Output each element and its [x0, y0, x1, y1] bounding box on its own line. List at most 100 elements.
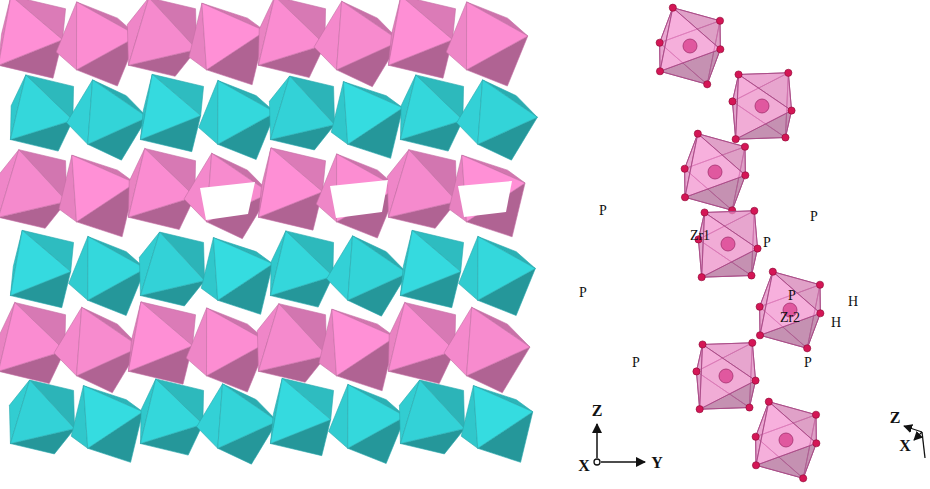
octahedron-face [400, 230, 460, 295]
octahedron [400, 230, 463, 307]
octahedron [399, 380, 464, 454]
octahedron [388, 0, 455, 78]
axis-label: Y [651, 455, 663, 471]
octahedron [258, 0, 325, 78]
octahedron [257, 304, 326, 383]
octahedron-face [218, 384, 278, 448]
oxygen-atom [752, 377, 759, 384]
oxygen-atom [693, 368, 700, 375]
octahedron [693, 339, 759, 413]
oxygen-atom [704, 81, 711, 88]
octahedron [128, 302, 195, 384]
octahedron [69, 236, 146, 315]
octahedron-face [258, 148, 322, 217]
octahedron [319, 309, 395, 391]
octahedron [270, 378, 333, 455]
atom-label: P [810, 210, 818, 224]
octahedron [459, 236, 536, 315]
oxygen-atom [741, 143, 748, 150]
octahedron-face [466, 2, 527, 70]
octahedron [327, 236, 408, 316]
oxygen-atom [694, 130, 701, 137]
cavity [200, 182, 255, 220]
octahedron [0, 302, 66, 383]
oxygen-atom [756, 303, 763, 310]
octahedron-face [0, 0, 63, 65]
octahedron-face [10, 75, 72, 140]
oxygen-atom [735, 71, 742, 78]
octahedron-face [199, 80, 218, 144]
octahedron [461, 386, 533, 463]
octahedra-chain [656, 4, 824, 482]
octahedron-face [702, 212, 758, 277]
atom-label: P [763, 236, 771, 250]
octahedron-face [478, 236, 536, 300]
oxygen-atom [800, 475, 807, 482]
atom-label: P [788, 289, 796, 303]
octahedron [681, 130, 749, 214]
octahedron-face [88, 236, 146, 300]
octahedron [449, 155, 525, 237]
oxygen-atom [669, 4, 676, 11]
octahedron-face [343, 82, 402, 145]
octahedron-face [213, 238, 272, 301]
octahedron-face [388, 302, 454, 371]
octahedron [10, 230, 73, 307]
octahedron [140, 74, 203, 151]
octahedron [59, 155, 135, 237]
octahedron [186, 308, 268, 392]
atom-label: P [632, 356, 640, 370]
octahedron [446, 2, 528, 86]
oxygen-atom [696, 406, 703, 413]
octahedron-face [140, 379, 202, 444]
oxygen-atom [813, 440, 820, 447]
zr-atom [719, 369, 733, 383]
octahedron-face [700, 344, 756, 409]
octahedron-face [348, 384, 406, 448]
octahedron-face [83, 386, 142, 449]
octahedron [127, 0, 196, 76]
octahedron-face [128, 148, 194, 217]
octahedron [388, 302, 455, 383]
octahedron [756, 268, 824, 352]
octahedron [695, 207, 761, 281]
octahedron-face [270, 378, 330, 443]
octahedron [400, 75, 463, 151]
octahedron-face [270, 231, 332, 296]
octahedron [201, 238, 273, 315]
oxygen-atom [782, 134, 789, 141]
octahedron-face [400, 380, 464, 444]
atom-label: P [804, 356, 812, 370]
octahedron [67, 80, 148, 160]
oxygen-atom [748, 272, 755, 279]
octahedron-face [186, 308, 206, 376]
octahedron-face [388, 150, 456, 218]
atom-label: P [579, 286, 587, 300]
layer-polyhedra [0, 0, 537, 464]
octahedron-face [56, 2, 76, 70]
layer-cavities [200, 180, 512, 220]
octahedron-face [760, 272, 820, 336]
octahedron-face [0, 302, 65, 371]
oxygen-atom [742, 172, 749, 179]
octahedron-face [388, 0, 452, 65]
octahedron-face [72, 155, 135, 222]
oxygen-atom [698, 274, 705, 281]
atom-label: H [848, 295, 858, 309]
octahedron [139, 232, 204, 306]
axis-arrow [596, 424, 598, 458]
axis-label: X [899, 438, 911, 454]
octahedron-face [332, 309, 395, 376]
octahedron-face [685, 134, 745, 198]
oxygen-atom [816, 281, 823, 288]
octahedron-face [258, 0, 324, 65]
axis-arrow [601, 461, 645, 463]
octahedron [199, 80, 276, 159]
cavity [330, 180, 388, 218]
octahedron [0, 150, 67, 229]
atom-label: Zr1 [690, 229, 710, 243]
oxygen-atom [804, 345, 811, 352]
zr-atom [708, 165, 722, 179]
octahedron [9, 380, 74, 454]
oxygen-atom [656, 39, 663, 46]
